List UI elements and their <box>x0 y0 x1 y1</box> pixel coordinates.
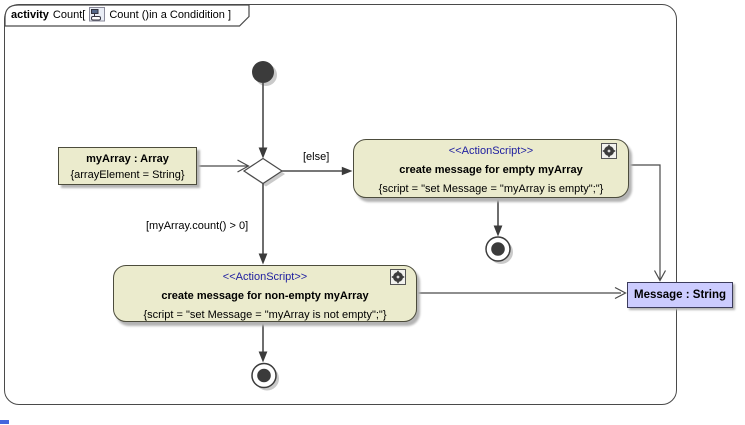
arrowhead-icon <box>258 147 268 159</box>
edge-action-nonempty-to-message[interactable] <box>417 286 627 300</box>
edge-action-nonempty-to-final[interactable] <box>258 322 268 363</box>
object-node-myarray[interactable]: myArray : Array {arrayElement = String} <box>58 147 197 185</box>
arrowhead-icon <box>341 166 353 176</box>
object-node-name: Message : String <box>633 289 727 301</box>
arrowhead-icon <box>258 253 268 265</box>
action-name: create message for empty myArray <box>399 164 583 176</box>
action-stereotype: <<ActionScript>> <box>222 271 308 283</box>
edge-myarray-to-decision[interactable] <box>197 159 250 173</box>
object-node-name: myArray : Array <box>86 153 169 165</box>
action-name: create message for non-empty myArray <box>161 290 369 302</box>
decision-node[interactable] <box>242 157 284 185</box>
initial-node[interactable] <box>252 61 274 83</box>
action-node-empty[interactable]: <<ActionScript>> create message for empt… <box>353 139 629 198</box>
activity-diagram-icon <box>89 7 106 22</box>
open-arrowhead-icon <box>237 159 250 173</box>
script-gear-icon <box>601 143 617 159</box>
object-node-message[interactable]: Message : String <box>627 282 733 308</box>
script-gear-icon <box>390 269 406 285</box>
edge-action-empty-to-final[interactable] <box>493 198 503 237</box>
activity-frame[interactable] <box>4 4 677 405</box>
guard-label-else[interactable]: [else] <box>303 151 330 163</box>
arrowhead-icon <box>493 225 503 237</box>
frame-name: Count[ <box>52 8 86 21</box>
edge-initial-to-decision[interactable] <box>258 83 268 159</box>
guard-label-count[interactable]: [myArray.count() > 0] <box>146 220 249 232</box>
frame-keyword: activity <box>11 8 49 21</box>
edge-decision-to-action-nonempty[interactable] <box>258 183 268 265</box>
open-arrowhead-icon <box>614 286 627 300</box>
final-node-lower-core <box>257 368 271 383</box>
edge-decision-to-action-else[interactable] <box>282 166 353 176</box>
open-arrowhead-icon <box>653 270 667 282</box>
blue-artifact <box>0 420 9 424</box>
frame-title-tab[interactable] <box>4 4 250 27</box>
action-node-nonempty[interactable]: <<ActionScript>> create message for non-… <box>113 265 417 322</box>
object-node-constraint: {arrayElement = String} <box>70 169 185 181</box>
action-script: {script = "set Message = "myArray is not… <box>143 309 387 321</box>
edge-line[interactable] <box>630 164 661 279</box>
arrowhead-icon <box>258 351 268 363</box>
action-stereotype: <<ActionScript>> <box>448 145 534 157</box>
action-script: {script = "set Message = "myArray is emp… <box>378 183 604 195</box>
frame-title: activity Count[ Count ()in a Condidition… <box>11 7 231 22</box>
edge-action-empty-to-message[interactable] <box>630 164 667 282</box>
frame-diagram-name: Count ()in a Condidition ] <box>109 8 232 21</box>
final-node-upper-core <box>491 242 505 256</box>
